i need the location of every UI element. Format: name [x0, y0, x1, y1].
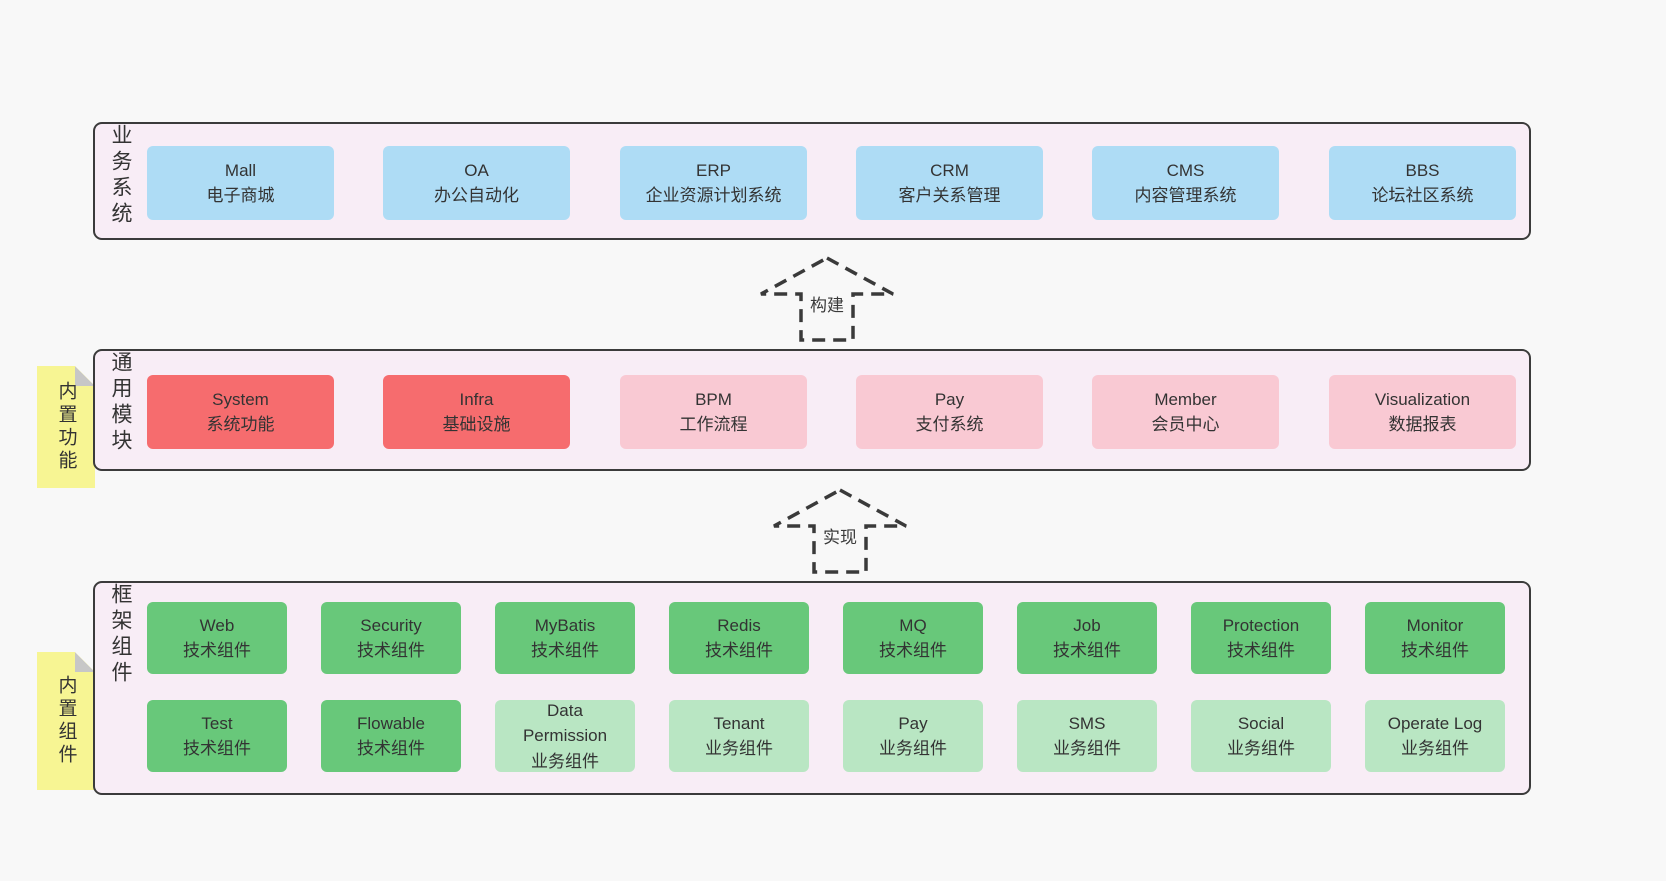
- box-title: BBS: [1405, 160, 1440, 180]
- box-operate-log: Operate Log 业务组件: [1365, 700, 1505, 772]
- box-title: Data Permission: [522, 700, 608, 746]
- box-tenant: Tenant 业务组件: [669, 700, 809, 772]
- box-data-permission: Data Permission 业务组件: [495, 700, 635, 772]
- box-flowable: Flowable 技术组件: [321, 700, 461, 772]
- box-subtitle: 会员中心: [1151, 415, 1220, 434]
- box-subtitle: 技术组件: [357, 739, 425, 758]
- box-subtitle: 业务组件: [879, 739, 947, 758]
- box-title: OA: [464, 160, 489, 180]
- box-title: BPM: [695, 389, 732, 409]
- box-subtitle: 内容管理系统: [1134, 186, 1237, 205]
- box-subtitle: 技术组件: [1401, 641, 1469, 660]
- folded-corner: [75, 652, 95, 672]
- box-title: Redis: [717, 615, 761, 635]
- box-protection: Protection 技术组件: [1191, 602, 1331, 674]
- box-title: System: [212, 389, 269, 409]
- box-title: Flowable: [356, 713, 426, 733]
- box-subtitle: 技术组件: [879, 641, 947, 660]
- section-business-systems: 业务系统 Mall 电子商城 OA 办公自动化 ERP 企业资源计划系统 CRM…: [93, 122, 1531, 240]
- box-title: Visualization: [1374, 389, 1471, 409]
- box-title: ERP: [696, 160, 731, 180]
- box-subtitle: 办公自动化: [434, 186, 519, 205]
- build-arrow: 构建: [757, 254, 897, 344]
- box-subtitle: 支付系统: [915, 415, 984, 434]
- box-subtitle: 技术组件: [705, 641, 773, 660]
- box-job: Job 技术组件: [1017, 602, 1157, 674]
- box-mybatis: MyBatis 技术组件: [495, 602, 635, 674]
- box-subtitle: 论坛社区系统: [1371, 186, 1474, 205]
- box-subtitle: 技术组件: [1227, 641, 1295, 660]
- section-common-modules: 通用模块 System 系统功能 Infra 基础设施 BPM 工作流程 Pay…: [93, 349, 1531, 471]
- box-sms: SMS 业务组件: [1017, 700, 1157, 772]
- box-title: Social: [1237, 713, 1285, 733]
- box-subtitle: 技术组件: [357, 641, 425, 660]
- box-title: Mall: [224, 160, 257, 180]
- box-title: Infra: [459, 389, 494, 409]
- box-title: Protection: [1222, 615, 1300, 635]
- box-subtitle: 业务组件: [705, 739, 773, 758]
- box-mall: Mall 电子商城: [147, 146, 334, 220]
- box-title: Pay: [934, 389, 965, 409]
- box-subtitle: 系统功能: [206, 415, 275, 434]
- box-mq: MQ 技术组件: [843, 602, 983, 674]
- box-member: Member 会员中心: [1092, 375, 1279, 449]
- box-title: Test: [201, 713, 233, 733]
- box-title: Operate Log: [1387, 713, 1483, 733]
- box-title: Tenant: [713, 713, 765, 733]
- box-subtitle: 数据报表: [1388, 415, 1457, 434]
- sticky-note-builtin-features: 内置功能: [37, 366, 95, 488]
- box-system: System 系统功能: [147, 375, 334, 449]
- box-test: Test 技术组件: [147, 700, 287, 772]
- box-title: Member: [1154, 389, 1217, 409]
- box-crm: CRM 客户关系管理: [856, 146, 1043, 220]
- section-framework-components: 框架组件 Web 技术组件 Security 技术组件 MyBatis 技术组件…: [93, 581, 1531, 795]
- box-subtitle: 业务组件: [531, 751, 599, 771]
- box-subtitle: 电子商城: [206, 186, 275, 205]
- sticky-label: 内置组件: [55, 675, 77, 767]
- box-infra: Infra 基础设施: [383, 375, 570, 449]
- arrow-label: 实现: [819, 522, 861, 549]
- arrow-label: 构建: [806, 290, 848, 317]
- box-title: Job: [1073, 615, 1101, 635]
- box-subtitle: 业务组件: [1053, 739, 1121, 758]
- box-subtitle: 技术组件: [1053, 641, 1121, 660]
- box-subtitle: 基础设施: [442, 415, 511, 434]
- box-bpm: BPM 工作流程: [620, 375, 807, 449]
- box-subtitle: 业务组件: [1401, 739, 1469, 758]
- box-social: Social 业务组件: [1191, 700, 1331, 772]
- implement-arrow: 实现: [770, 486, 910, 576]
- section-label: 业务系统: [109, 124, 132, 228]
- box-subtitle: 业务组件: [1227, 739, 1295, 758]
- box-security: Security 技术组件: [321, 602, 461, 674]
- box-redis: Redis 技术组件: [669, 602, 809, 674]
- box-subtitle: 企业资源计划系统: [645, 186, 782, 205]
- box-title: Security: [360, 615, 422, 635]
- box-subtitle: 技术组件: [183, 641, 251, 660]
- box-bbs: BBS 论坛社区系统: [1329, 146, 1516, 220]
- box-title: MyBatis: [534, 615, 596, 635]
- box-subtitle: 技术组件: [531, 641, 599, 660]
- box-pay-component: Pay 业务组件: [843, 700, 983, 772]
- box-monitor: Monitor 技术组件: [1365, 602, 1505, 674]
- box-title: CRM: [930, 160, 969, 180]
- box-title: Web: [199, 615, 235, 635]
- box-title: MQ: [899, 615, 927, 635]
- box-subtitle: 工作流程: [679, 415, 748, 434]
- sticky-label: 内置功能: [55, 381, 77, 473]
- section-label: 框架组件: [109, 583, 132, 687]
- section-label: 通用模块: [109, 351, 132, 455]
- box-title: SMS: [1068, 713, 1106, 733]
- box-visualization: Visualization 数据报表: [1329, 375, 1516, 449]
- box-subtitle: 技术组件: [183, 739, 251, 758]
- box-title: Monitor: [1406, 615, 1464, 635]
- box-subtitle: 客户关系管理: [898, 186, 1001, 205]
- box-title: CMS: [1166, 160, 1205, 180]
- box-pay-module: Pay 支付系统: [856, 375, 1043, 449]
- box-cms: CMS 内容管理系统: [1092, 146, 1279, 220]
- box-web: Web 技术组件: [147, 602, 287, 674]
- box-oa: OA 办公自动化: [383, 146, 570, 220]
- sticky-note-builtin-components: 内置组件: [37, 652, 95, 790]
- box-erp: ERP 企业资源计划系统: [620, 146, 807, 220]
- box-title: Pay: [898, 713, 928, 733]
